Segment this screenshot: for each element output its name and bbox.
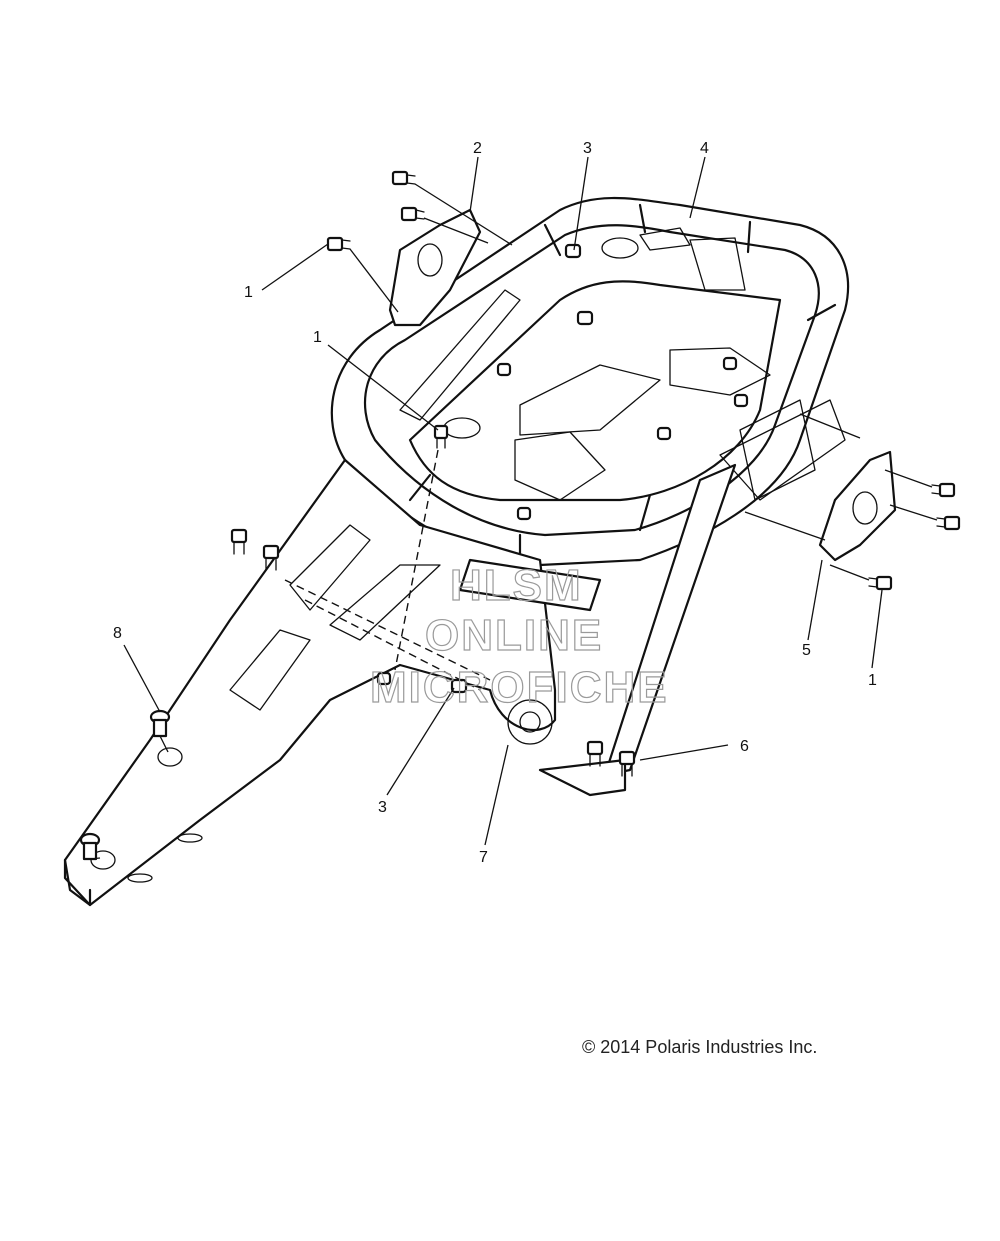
rail-band-8 (408, 473, 432, 502)
leader-1c-ext (829, 564, 870, 581)
right-strut (603, 463, 737, 777)
right-brace (739, 399, 816, 501)
arm-end-tab (63, 858, 92, 907)
bolt-loose-b (262, 544, 280, 571)
left-brace (399, 289, 521, 421)
leader-2b (423, 217, 489, 244)
left-strut-inner (458, 558, 602, 612)
leader-lines (89, 156, 938, 860)
nut-3c (376, 671, 392, 686)
deck-cutout-1 (519, 364, 661, 436)
bolt-5b (936, 515, 961, 531)
bracket-5-body (818, 450, 897, 562)
rail-band-2 (543, 223, 562, 257)
deck-hole-1 (601, 237, 639, 259)
copyright-text: © 2014 Polaris Industries Inc. (582, 1037, 817, 1057)
leader-5a (884, 469, 933, 488)
arm-slot-2 (127, 873, 153, 883)
leader-2 (469, 156, 479, 213)
callout-1-center: 1 (313, 329, 322, 346)
callout-1-left: 1 (244, 284, 253, 301)
pivot-hole (519, 711, 541, 733)
arm-slot-1 (177, 833, 203, 843)
leader-1a-ext (349, 248, 399, 313)
watermark-line-3: MICROFICHE (370, 663, 669, 712)
callouts: 1 1 1 2 3 3 4 5 6 7 8 (113, 140, 877, 866)
right-side-panel (719, 399, 846, 501)
leader-5 (807, 559, 823, 641)
bracket-5-hole (852, 491, 878, 525)
deck-cutout-2 (669, 347, 771, 396)
leader-1a (261, 243, 329, 291)
hidden-lines (284, 449, 491, 691)
pivot-boss (507, 699, 553, 745)
bolt-loose-a (230, 528, 248, 555)
leader-4 (689, 156, 706, 219)
callout-7: 7 (479, 849, 488, 866)
rack-frame (330, 196, 850, 567)
callout-3-top: 3 (583, 140, 592, 157)
leader-2a (414, 183, 513, 246)
deck-cutout-4 (639, 227, 691, 251)
callout-8: 8 (113, 625, 122, 642)
deck-cutout-3 (514, 431, 606, 501)
leader-right-panel (744, 511, 826, 541)
leader-8b (89, 857, 101, 860)
bolt-1-center (433, 424, 449, 449)
bolt-1-left (326, 236, 351, 252)
callout-1-right: 1 (868, 672, 877, 689)
bolt-6b (618, 750, 636, 777)
leader-7 (484, 744, 509, 846)
rail-band-3 (638, 203, 647, 234)
bracket-left (388, 208, 482, 327)
right-foot (538, 758, 627, 797)
leader-5b (889, 504, 938, 521)
rail-band-6 (638, 493, 652, 532)
screw-8a (149, 709, 171, 738)
bolt-2a (391, 170, 416, 186)
callout-6: 6 (740, 738, 749, 755)
leader-3b (386, 687, 455, 796)
dash-line-3 (304, 599, 481, 691)
watermark: HLSM ONLINE MICROFICHE (369, 560, 669, 712)
callout-5: 5 (802, 642, 811, 659)
bracket-right (818, 450, 897, 562)
dash-line-1 (394, 449, 439, 671)
fasteners (79, 170, 961, 861)
bolt-1-right (868, 575, 893, 591)
bracket-2-hole (417, 243, 443, 277)
rail-band-5 (806, 303, 837, 322)
frame-leg-right (458, 463, 737, 797)
frame-arm-left (63, 458, 557, 907)
nut-3b (450, 678, 468, 694)
arm-hole-1 (157, 747, 183, 767)
leader-right-top (799, 413, 861, 439)
callout-2: 2 (473, 140, 482, 157)
screw-8b (79, 832, 101, 861)
bolt-2b (400, 206, 425, 222)
leader-6 (639, 744, 729, 761)
leader-8a (159, 735, 169, 753)
deck-cutout-5 (689, 237, 746, 291)
callout-3-bottom: 3 (378, 799, 387, 816)
arm-cutout-1 (289, 524, 371, 611)
watermark-line-2: ONLINE (425, 611, 603, 660)
leader-3a (573, 156, 589, 251)
rail-band-4 (746, 220, 752, 254)
rack-deck (408, 280, 782, 502)
watermark-line-1: HLSM (450, 561, 583, 610)
bolt-5a (931, 482, 956, 498)
bracket-2-body (388, 208, 482, 327)
leader-8 (123, 644, 161, 713)
leader-1b (327, 344, 439, 431)
arm-cutout-3 (229, 629, 311, 711)
leader-1c (871, 589, 883, 669)
bolt-6a (586, 740, 604, 767)
arm-cutout-2 (329, 564, 441, 641)
callout-4: 4 (700, 140, 709, 157)
deck-nuts (496, 356, 749, 521)
nut-3a (564, 243, 594, 326)
